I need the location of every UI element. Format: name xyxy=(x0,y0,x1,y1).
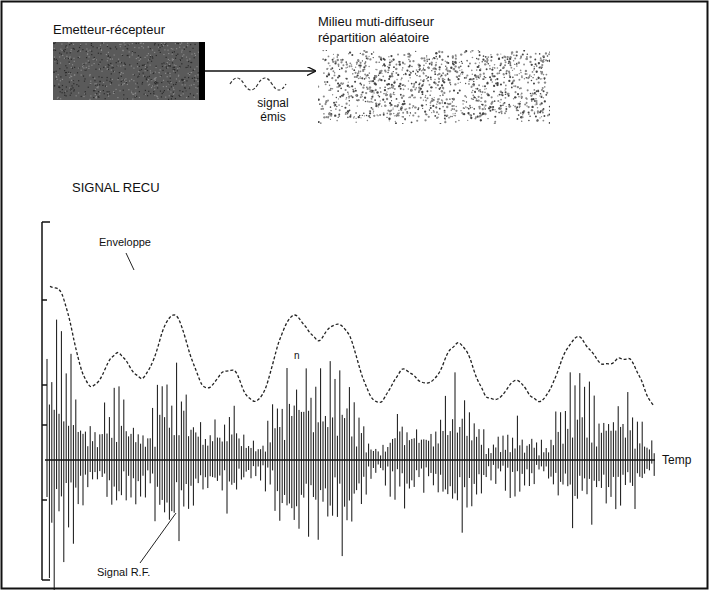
amplitude-bracket xyxy=(42,222,50,580)
axis-label: Temp xyxy=(660,453,693,467)
signal-arrow xyxy=(205,70,315,72)
envelope-curve xyxy=(50,286,654,406)
node-shape xyxy=(53,42,205,100)
scattering-medium: Milieu muti-diffuseur répartition aléato… xyxy=(318,50,550,124)
peak-mark: n xyxy=(292,350,302,362)
node-shape xyxy=(318,50,550,124)
node-heading: Milieu muti-diffuseur répartition aléato… xyxy=(318,14,468,46)
transducer-box: Emetteur-récepteur xyxy=(53,42,205,100)
plot-title: SIGNAL RECU xyxy=(70,180,162,196)
emitted-wave xyxy=(230,78,286,90)
signal-label: signal émis xyxy=(246,96,300,125)
rf-signal xyxy=(47,320,654,590)
rf-label: Signal R.F. xyxy=(95,566,152,579)
envelope-label: Enveloppe xyxy=(97,236,153,249)
leader-line xyxy=(140,513,176,563)
node-heading: Emetteur-récepteur xyxy=(53,22,165,38)
time-axis xyxy=(45,459,655,461)
leader-line xyxy=(126,253,134,270)
